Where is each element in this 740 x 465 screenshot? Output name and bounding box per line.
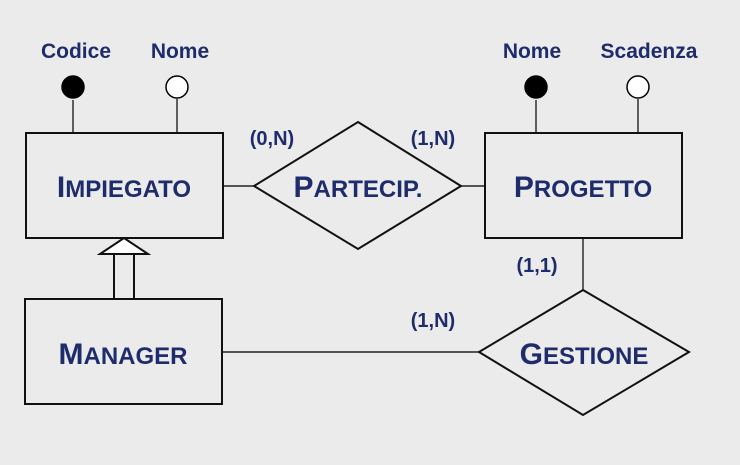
cardinality-progetto-gestione: (1,1) (516, 255, 557, 277)
attribute-icon (165, 75, 189, 99)
attribute-impiegato-codice: Codice (41, 40, 111, 133)
attribute-label: Nome (503, 40, 561, 63)
key-attribute-icon (524, 75, 548, 99)
entity-label: IMPIEGATO (57, 171, 191, 204)
attribute-icon (626, 75, 650, 99)
entity-label: PROGETTO (514, 171, 652, 204)
cardinality-progetto-partecip: (1,N) (411, 128, 455, 150)
entity-label: MANAGER (58, 338, 187, 371)
attribute-progetto-nome: Nome (503, 40, 561, 133)
attribute-impiegato-nome: Nome (151, 40, 209, 133)
relationship-label: PARTECIP. (294, 171, 423, 204)
key-attribute-icon (61, 75, 85, 99)
attribute-label: Nome (151, 40, 209, 63)
cardinality-manager-gestione: (1,N) (411, 310, 455, 332)
generalization-arrow-icon (96, 236, 152, 255)
relationship-gestione: GESTIONE (477, 288, 691, 417)
attribute-label: Codice (41, 40, 111, 63)
entity-manager: MANAGER (24, 298, 223, 405)
relationship-partecip: PARTECIP. (252, 120, 463, 251)
cardinality-impiegato-partecip: (0,N) (250, 128, 294, 150)
relationship-label: GESTIONE (520, 338, 649, 371)
entity-progetto: PROGETTO (484, 132, 683, 239)
attribute-label: Scadenza (601, 40, 698, 63)
attribute-progetto-scadenza: Scadenza (601, 40, 698, 133)
entity-impiegato: IMPIEGATO (25, 132, 224, 239)
